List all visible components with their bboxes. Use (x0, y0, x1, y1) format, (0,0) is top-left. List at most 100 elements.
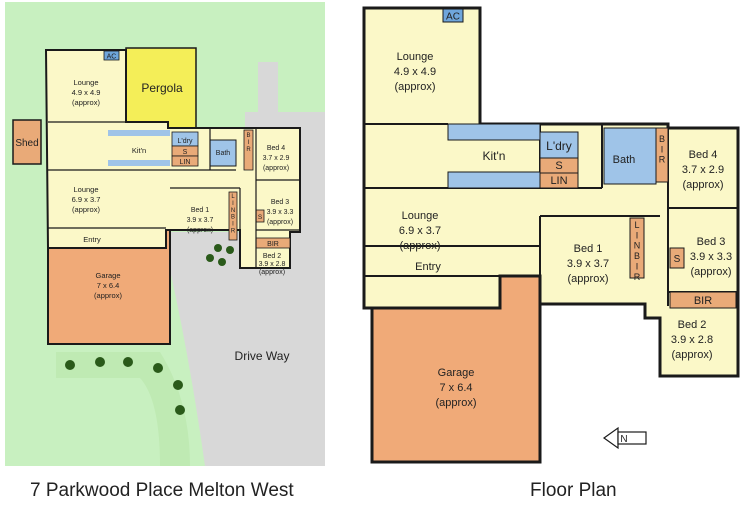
driveway-label: Drive Way (235, 349, 290, 363)
bed3-size: 3.9 x 3.3 (690, 251, 732, 263)
plant-icon (95, 357, 105, 367)
linbir-strip (228, 191, 238, 241)
laundry-label: L'dry (546, 139, 572, 153)
bed3-note: (approx) (267, 219, 293, 226)
lounge2-size: 6.9 x 3.7 (72, 195, 101, 204)
lounge1-note: (approx) (72, 98, 100, 107)
lounge1-size: 4.9 x 4.9 (72, 88, 101, 97)
north-label: N (620, 434, 627, 445)
bed4-note: (approx) (683, 179, 724, 191)
kitchen-bench-bottom (108, 160, 170, 166)
bir-strip (243, 129, 254, 171)
plant-icon (123, 357, 133, 367)
plant-icon (206, 254, 214, 262)
north-arrow-icon (602, 426, 619, 450)
lounge1-size: 4.9 x 4.9 (394, 66, 436, 78)
ac-badge (442, 8, 464, 23)
bed3-size: 3.9 x 3.3 (267, 209, 294, 216)
floor-plan-caption: Floor Plan (530, 480, 617, 501)
bed2-note: (approx) (259, 269, 285, 276)
garage-size: 7 x 6.4 (439, 382, 472, 394)
lin-label: LIN (180, 159, 191, 166)
bed1-name: Bed 1 (574, 243, 603, 255)
lounge2-note: (approx) (400, 240, 441, 252)
bed1-name: Bed 1 (191, 207, 209, 214)
pergola-label: Pergola (141, 81, 183, 95)
entry-label: Entry (83, 235, 101, 244)
bed1-size: 3.9 x 3.7 (567, 258, 609, 270)
bed4-note: (approx) (263, 165, 289, 172)
bed2-size: 3.9 x 2.8 (259, 261, 286, 268)
bed2-name: Bed 2 (678, 319, 707, 331)
bed1-note: (approx) (568, 273, 609, 285)
bath-label: Bath (216, 150, 231, 157)
bed2-note: (approx) (672, 349, 713, 361)
bed4-name: Bed 4 (689, 149, 718, 161)
garden-bed (56, 352, 190, 466)
laundry-room (539, 131, 579, 159)
plant-icon (226, 246, 234, 254)
bed4-size: 3.7 x 2.9 (682, 164, 724, 176)
garage-size: 7 x 6.4 (97, 281, 120, 290)
plant-icon (153, 363, 163, 373)
lounge2-note: (approx) (72, 205, 100, 214)
s-label: S (555, 160, 562, 172)
garage-name: Garage (438, 367, 475, 379)
plant-icon (214, 244, 222, 252)
site-plan-caption: 7 Parkwood Place Melton West (30, 480, 294, 501)
bir2-strip (669, 291, 737, 309)
entry-label: Entry (415, 261, 441, 273)
lounge2-name: Lounge (73, 185, 98, 194)
kitchen-label: Kit'n (132, 146, 146, 155)
kitchen-bench-top (447, 123, 541, 141)
pergola (125, 47, 197, 129)
lounge1-note: (approx) (395, 81, 436, 93)
plant-icon (175, 405, 185, 415)
s2-label: S (258, 214, 263, 221)
bed3-name: Bed 3 (271, 199, 289, 206)
s2-cupboard (669, 247, 685, 269)
shed (12, 119, 42, 165)
lounge2-name: Lounge (402, 210, 439, 222)
bed1-size: 3.9 x 3.7 (187, 217, 214, 224)
kitchen-label: Kit'n (483, 149, 506, 163)
kitchen-bench-bottom (447, 171, 541, 189)
bed4-name: Bed 4 (267, 145, 285, 152)
lounge1-name: Lounge (397, 51, 434, 63)
lin-label: LIN (550, 175, 567, 187)
shed-label: Shed (15, 138, 38, 149)
bath-label: Bath (613, 154, 636, 166)
site-plan: AC Shed Pergola Drive Way Lounge 4.9 x 4… (5, 2, 325, 466)
s2-label: S (674, 254, 681, 265)
lounge1-name: Lounge (73, 78, 98, 87)
bir2-label: BIR (267, 241, 279, 248)
plant-icon (218, 258, 226, 266)
kitchen-bench-top (108, 130, 170, 136)
lin-cupboard (539, 172, 579, 189)
internal-walls (48, 121, 300, 268)
plant-icon (173, 380, 183, 390)
floor-plan: AC Lounge 4.9 x 4.9 (approx) Kit'n L'dry… (362, 6, 740, 464)
bed4-size: 3.7 x 2.9 (263, 155, 290, 162)
ac-badge (103, 50, 120, 61)
bed2-size: 3.9 x 2.8 (671, 334, 713, 346)
plant-icons (65, 244, 234, 415)
garage-room (47, 229, 171, 345)
garage-note: (approx) (436, 397, 477, 409)
laundry-label: L'dry (178, 138, 193, 145)
linbir-strip (629, 217, 645, 279)
lounge2-size: 6.9 x 3.7 (399, 225, 441, 237)
bed2-name: Bed 2 (263, 253, 281, 260)
north-arrow: N (602, 426, 647, 450)
plant-icon (65, 360, 75, 370)
garage-room (364, 274, 542, 464)
north-arrow-body (617, 431, 647, 445)
garage-note: (approx) (94, 291, 122, 300)
s-label: S (183, 149, 188, 156)
bir2-label: BIR (694, 295, 712, 307)
